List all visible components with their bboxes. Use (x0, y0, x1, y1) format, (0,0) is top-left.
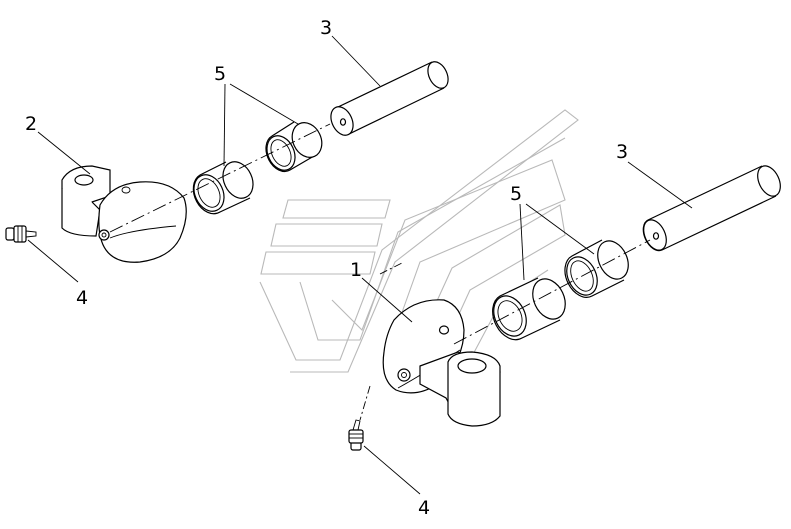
axis-lines (109, 123, 651, 421)
bushing-upper-right (265, 121, 323, 173)
callout-label-4-lower: 4 (418, 497, 430, 519)
callout-labels: 2 3 5 3 5 1 4 4 (25, 17, 628, 519)
callout-label-1: 1 (350, 259, 362, 281)
callout-label-5-lower: 5 (510, 183, 522, 205)
grease-nipple-left (5, 225, 37, 243)
bushing-upper-left (192, 161, 254, 215)
lever-bracket-left (61, 165, 187, 263)
callout-label-3-lower: 3 (616, 141, 628, 163)
grease-nipple-lower (348, 419, 364, 451)
callout-label-2: 2 (25, 113, 37, 135)
pin-upper (330, 61, 449, 136)
lever-bracket-right (382, 299, 501, 427)
callout-label-5-upper: 5 (214, 63, 226, 85)
watermark-logo (259, 109, 579, 373)
leader-lines (27, 35, 693, 495)
pin-lower (642, 165, 781, 252)
callout-label-4-left: 4 (76, 287, 88, 309)
bushing-lower-left (492, 277, 566, 341)
callout-label-3-upper: 3 (320, 17, 332, 39)
